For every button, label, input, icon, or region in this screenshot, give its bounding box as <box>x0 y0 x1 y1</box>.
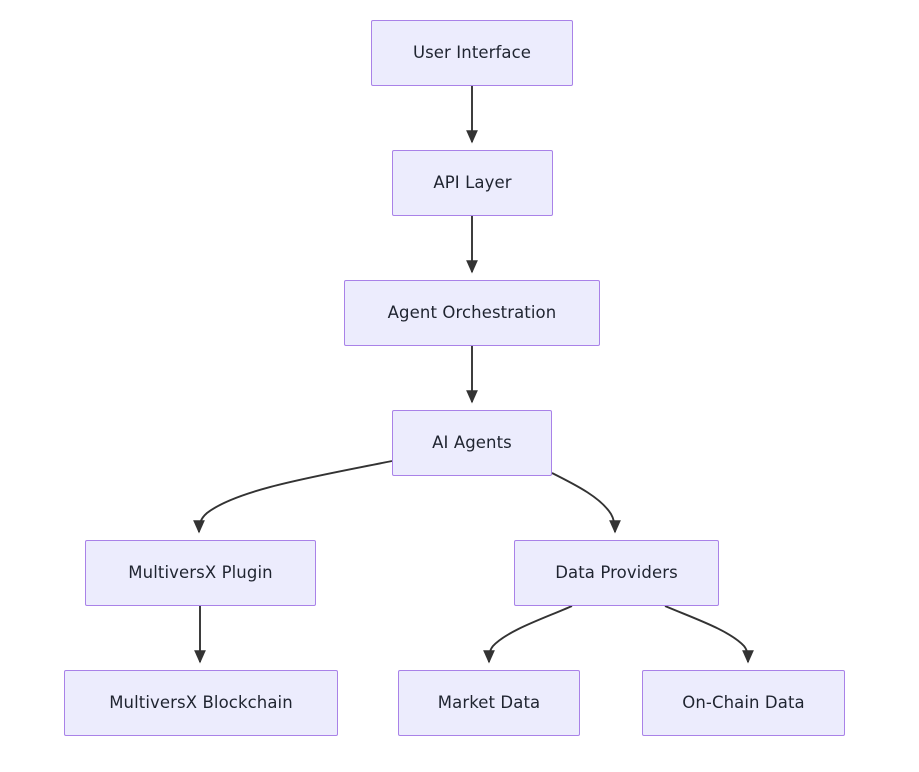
node-agent-orchestration-label: Agent Orchestration <box>387 303 557 323</box>
node-api-layer[interactable]: API Layer <box>392 150 553 216</box>
node-ai-agents-label: AI Agents <box>432 433 512 453</box>
node-multiversx-plugin-label: MultiversX Plugin <box>128 563 273 583</box>
node-data-providers[interactable]: Data Providers <box>514 540 719 606</box>
node-user-interface[interactable]: User Interface <box>371 20 573 86</box>
edge-data-providers-to-on-chain-data <box>664 605 754 664</box>
edge-ai-agents-to-data-providers <box>551 472 621 534</box>
node-api-layer-label: API Layer <box>433 173 512 193</box>
node-market-data-label: Market Data <box>437 693 541 713</box>
node-on-chain-data[interactable]: On-Chain Data <box>642 670 845 736</box>
node-multiversx-blockchain-label: MultiversX Blockchain <box>109 693 293 713</box>
node-multiversx-blockchain[interactable]: MultiversX Blockchain <box>64 670 338 736</box>
node-user-interface-label: User Interface <box>412 43 532 63</box>
node-ai-agents[interactable]: AI Agents <box>392 410 552 476</box>
edge-ai-agents-to-multiversx-plugin <box>193 460 393 534</box>
node-agent-orchestration[interactable]: Agent Orchestration <box>344 280 600 346</box>
node-multiversx-plugin[interactable]: MultiversX Plugin <box>85 540 316 606</box>
node-on-chain-data-label: On-Chain Data <box>682 693 805 713</box>
edge-data-providers-to-market-data <box>483 605 573 664</box>
node-market-data[interactable]: Market Data <box>398 670 580 736</box>
node-data-providers-label: Data Providers <box>555 563 678 583</box>
